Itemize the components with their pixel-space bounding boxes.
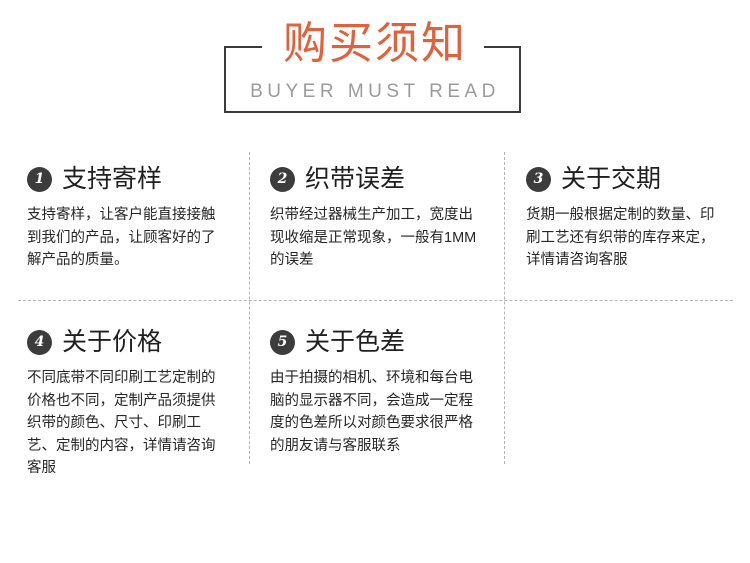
notice-row-1: 1 支持寄样 支持寄样，让客户能直接接触到我们的产品，让顾客好的了解产品的质量。… (0, 140, 750, 300)
notice-grid: 1 支持寄样 支持寄样，让客户能直接接触到我们的产品，让顾客好的了解产品的质量。… (0, 140, 750, 476)
notice-item-4-heading: 4 关于价格 (27, 328, 225, 356)
notice-item-3-title: 关于交期 (561, 165, 662, 193)
notice-item-1: 1 支持寄样 支持寄样，让客户能直接接触到我们的产品，让顾客好的了解产品的质量。 (0, 140, 249, 300)
notice-item-2-heading: 2 织带误差 (270, 165, 480, 193)
notice-item-3: 3 关于交期 货期一般根据定制的数量、印刷工艺还有织带的库存来定，详情请咨询客服 (504, 140, 750, 300)
notice-item-3-body: 货期一般根据定制的数量、印刷工艺还有织带的库存来定，详情请咨询客服 (526, 207, 715, 268)
page-title: 购买须知 (283, 19, 467, 68)
vertical-divider-right (504, 152, 505, 464)
notice-item-1-heading: 1 支持寄样 (27, 165, 225, 193)
notice-item-2: 2 织带误差 织带经过器械生产加工，宽度出现收缩是正常现象，一般有1MM的误差 (249, 140, 504, 300)
number-badge-4: 4 (27, 329, 52, 355)
notice-item-3-heading: 3 关于交期 (526, 165, 726, 193)
page-header: 购买须知 BUYER MUST READ (0, 0, 750, 140)
notice-item-1-body: 支持寄样，让客户能直接接触到我们的产品，让顾客好的了解产品的质量。 (27, 207, 216, 268)
notice-item-2-title: 织带误差 (305, 165, 406, 193)
vertical-divider-left (249, 152, 250, 464)
notice-item-4-title: 关于价格 (62, 328, 163, 356)
notice-item-5-title: 关于色差 (305, 328, 406, 356)
notice-item-5-body: 由于拍摄的相机、环境和每台电脑的显示器不同，会造成一定程度的色差所以对颜色要求很… (270, 370, 473, 454)
page-subtitle: BUYER MUST READ (250, 81, 500, 102)
number-badge-3: 3 (526, 166, 551, 192)
notice-item-5: 5 关于色差 由于拍摄的相机、环境和每台电脑的显示器不同，会造成一定程度的色差所… (249, 300, 504, 475)
number-badge-1: 1 (27, 166, 52, 192)
horizontal-divider (18, 300, 733, 301)
number-badge-5: 5 (270, 329, 295, 355)
notice-item-2-body: 织带经过器械生产加工，宽度出现收缩是正常现象，一般有1MM的误差 (270, 207, 477, 268)
notice-item-4: 4 关于价格 不同底带不同印刷工艺定制的价格也不同，定制产品须提供织带的颜色、尺… (0, 300, 249, 476)
number-badge-2: 2 (270, 166, 295, 192)
header-frame-gap (262, 40, 484, 54)
notice-row-2: 4 关于价格 不同底带不同印刷工艺定制的价格也不同，定制产品须提供织带的颜色、尺… (0, 300, 750, 476)
notice-item-4-body: 不同底带不同印刷工艺定制的价格也不同，定制产品须提供织带的颜色、尺寸、印刷工艺、… (27, 370, 216, 476)
notice-item-1-title: 支持寄样 (62, 165, 163, 193)
notice-item-empty (504, 300, 750, 475)
notice-item-5-heading: 5 关于色差 (270, 328, 480, 356)
